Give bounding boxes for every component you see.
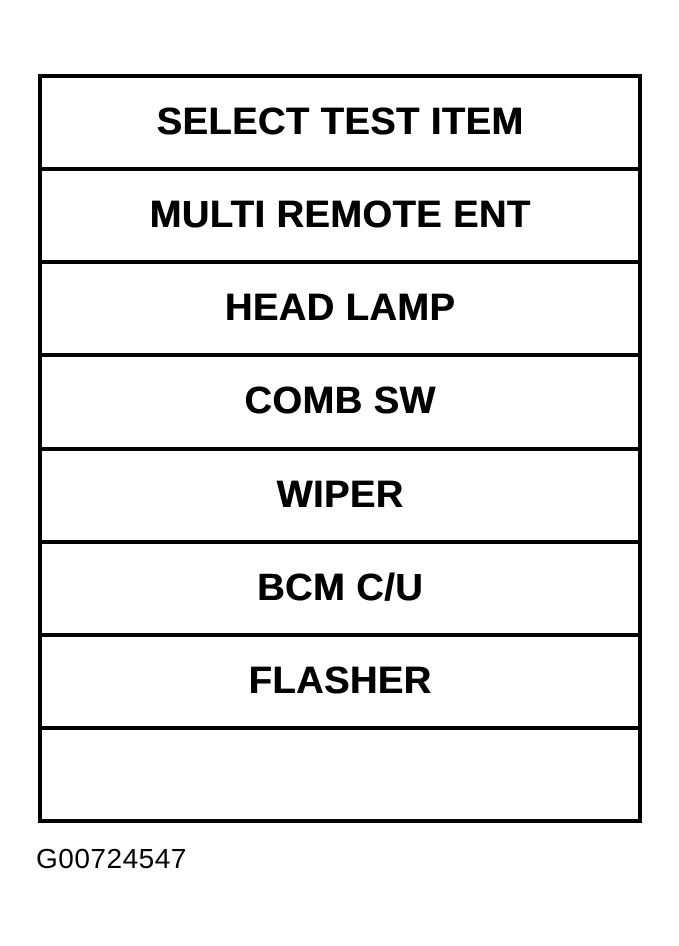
menu-title-row: SELECT TEST ITEM [42,78,638,172]
menu-title: SELECT TEST ITEM [156,101,524,144]
menu-item-row-flasher[interactable]: FLASHER [42,637,638,730]
menu-item-label: BCM C/U [256,566,424,609]
menu-item-label: MULTI REMOTE ENT [149,194,531,237]
select-test-item-menu: SELECT TEST ITEM MULTI REMOTE ENT HEAD L… [38,74,642,823]
menu-item-row-wiper[interactable]: WIPER [42,451,638,544]
menu-item-row-comb-sw[interactable]: COMB SW [42,357,638,451]
menu-empty-row [42,730,638,819]
menu-item-row-multi-remote-ent[interactable]: MULTI REMOTE ENT [42,171,638,265]
menu-item-row-head-lamp[interactable]: HEAD LAMP [42,264,638,358]
menu-item-row-bcm-cu[interactable]: BCM C/U [42,544,638,637]
figure-id-label: G00724547 [36,843,187,874]
menu-item-label: FLASHER [248,659,432,702]
menu-item-label: HEAD LAMP [224,287,456,330]
menu-item-label: WIPER [276,473,404,516]
menu-item-label: COMB SW [244,380,436,423]
